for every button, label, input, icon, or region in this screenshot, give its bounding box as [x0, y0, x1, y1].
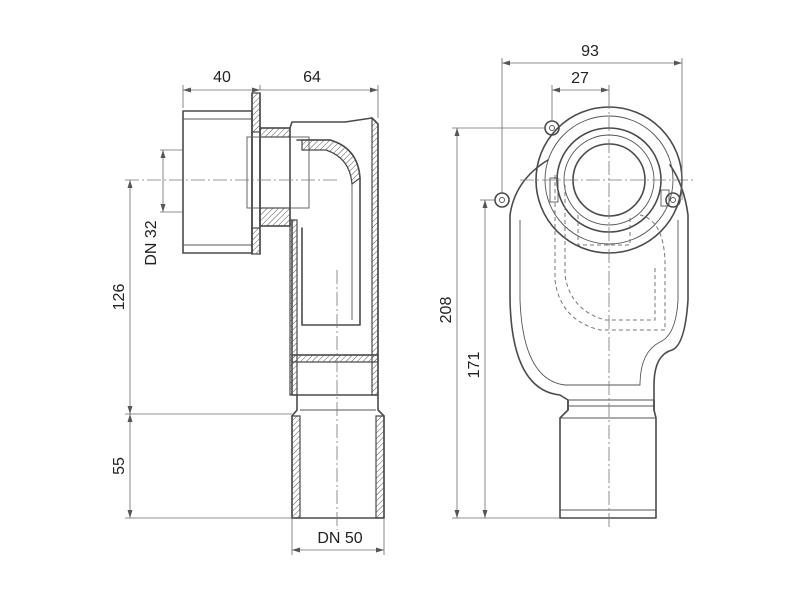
dim-dn32-label: DN 32 — [143, 220, 160, 265]
trap-body-outline — [509, 159, 689, 411]
hidden-dip-channel-inner — [564, 185, 656, 321]
dim-40 — [182, 85, 261, 108]
dim-64-label: 64 — [303, 69, 321, 86]
dim-126 — [125, 180, 292, 415]
dim-171-label: 171 — [466, 352, 483, 379]
connection-nut — [246, 127, 310, 227]
front-view: 93 27 208 171 — [438, 43, 695, 530]
dim-171 — [480, 199, 495, 518]
hidden-riser — [577, 215, 631, 246]
wall-flange — [251, 92, 261, 255]
dim-27-label: 27 — [571, 70, 589, 87]
outlet-transition — [291, 394, 385, 519]
dim-208-label: 208 — [438, 297, 455, 324]
dim-208 — [452, 127, 560, 519]
dim-27 — [551, 85, 610, 120]
dim-93-label: 93 — [581, 43, 599, 60]
dim-dn32 — [160, 149, 183, 213]
outlet-pipe-front — [559, 399, 657, 519]
trap-housing — [289, 116, 379, 396]
dim-55 — [125, 414, 292, 519]
trap-body-inner — [519, 220, 679, 386]
inlet-slot-right — [660, 189, 670, 207]
dim-40-label: 40 — [213, 69, 231, 86]
dip-tube — [296, 139, 361, 326]
dim-64 — [260, 85, 379, 118]
side-view: 40 64 DN 32 126 — [111, 69, 385, 555]
mounting-lug-left — [494, 192, 510, 208]
dim-dn50 — [291, 518, 385, 555]
dim-55-label: 55 — [111, 457, 128, 475]
dim-126-label: 126 — [111, 284, 128, 311]
hidden-dip-channel — [554, 175, 666, 331]
inlet-slot-left — [549, 177, 559, 203]
inlet-pipe — [182, 110, 253, 254]
dim-93 — [501, 58, 683, 200]
dim-dn50-label: DN 50 — [317, 530, 362, 547]
